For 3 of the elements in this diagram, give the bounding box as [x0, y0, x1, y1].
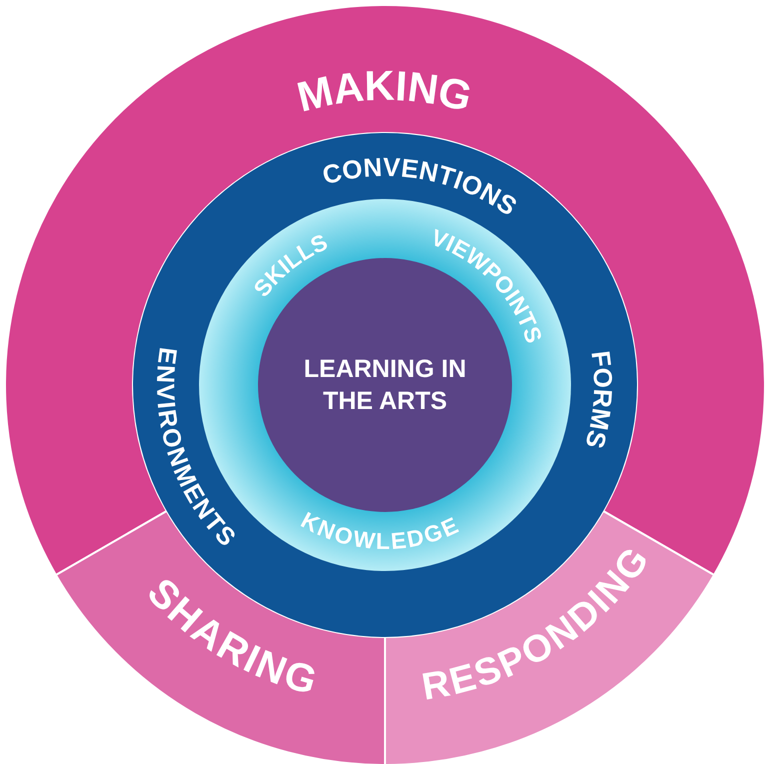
center-title: LEARNING IN THE ARTS [302, 354, 468, 417]
ring-label: KNOWLEDGE [296, 506, 463, 554]
ring-label: MAKING [292, 61, 478, 120]
